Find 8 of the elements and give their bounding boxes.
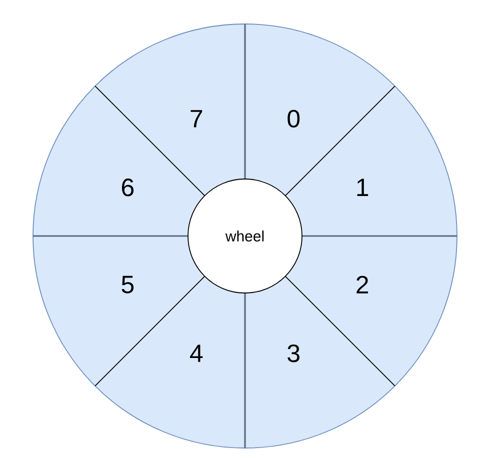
- node-label: 3: [288, 344, 300, 362]
- node-label: 7: [190, 110, 202, 128]
- node-label: 0: [288, 110, 300, 128]
- node-label: 2: [356, 276, 368, 294]
- node-label: 1: [357, 178, 368, 196]
- node-label: 4: [190, 344, 203, 362]
- node-label: 6: [122, 178, 134, 196]
- node-label: 5: [122, 276, 134, 294]
